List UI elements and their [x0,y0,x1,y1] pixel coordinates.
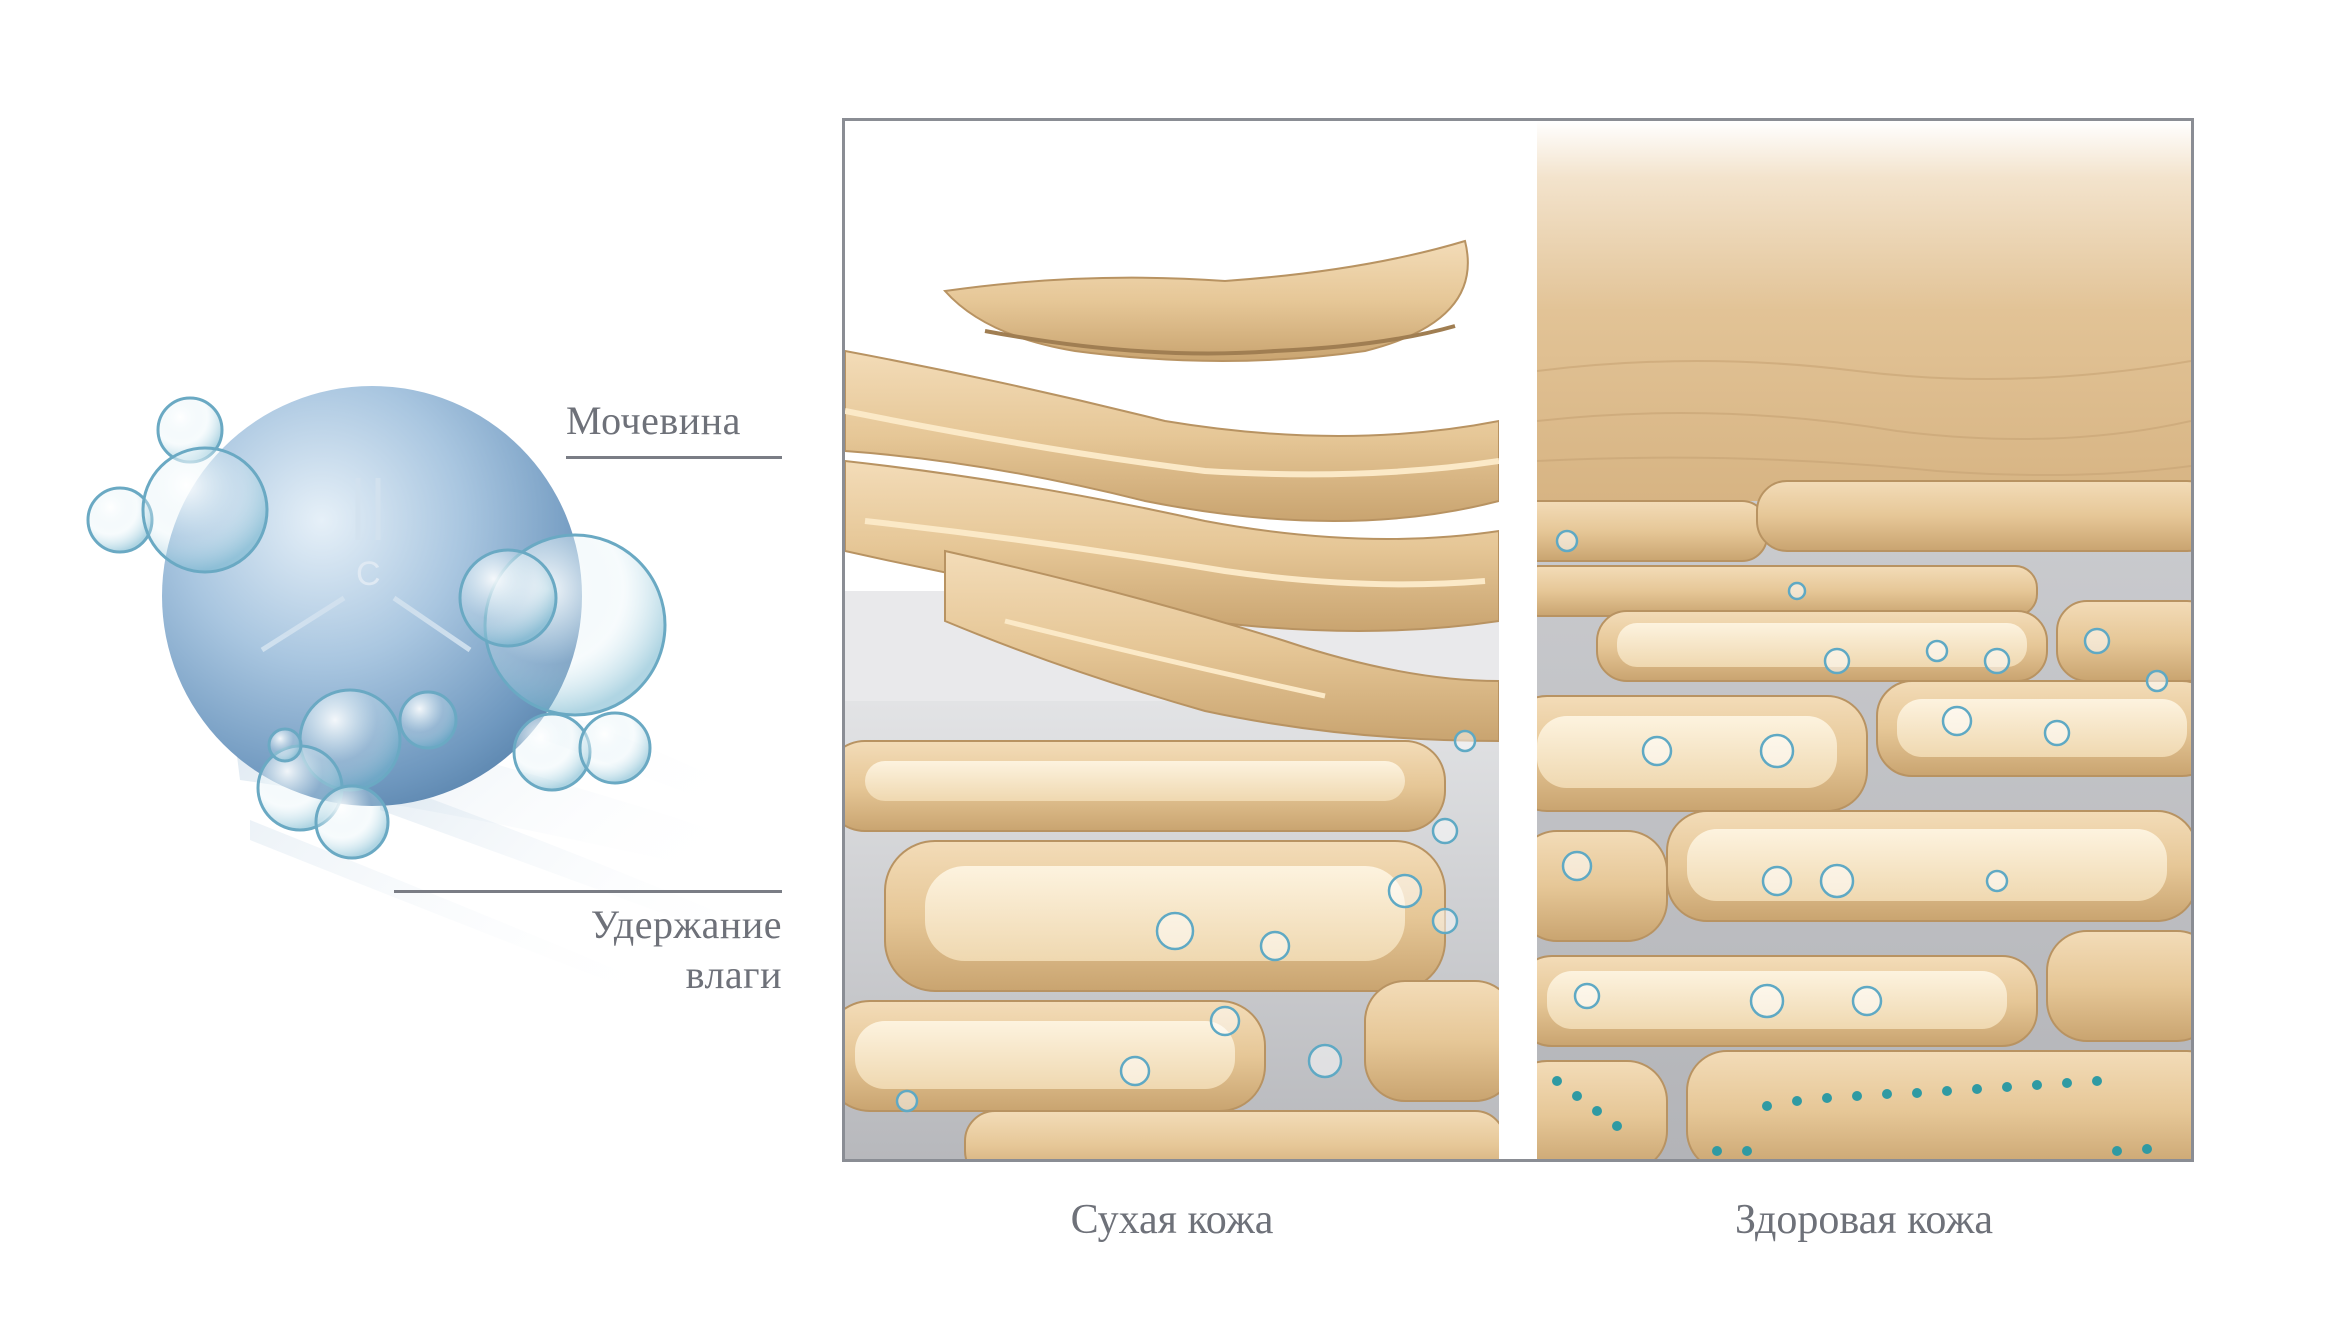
dry-skin-caption: Сухая кожа [1070,1197,1274,1243]
healthy-bubbles [1555,529,2169,1019]
skin-comparison-frame [842,118,2194,1162]
dry-peeling-flakes [845,239,1499,743]
moisture-label-rule [394,890,782,893]
urea-sphere [162,386,582,806]
healthy-skin-caption: Здоровая кожа [1735,1197,1993,1243]
water-bubbles [86,396,667,860]
urea-label: Мочевина [566,398,741,443]
healthy-surface-layer [1537,121,2191,501]
carbon-atom-label: C [356,555,381,593]
healthy-teal-dots [1552,1076,2152,1156]
dry-skin-panel [845,121,1499,1159]
healthy-skin-panel [1537,121,2191,1159]
moisture-label-line2: влаги [685,952,782,997]
urea-label-rule [566,456,782,459]
urea-molecule-illustration: C [86,386,830,1040]
dry-lower-cells [845,740,1499,1159]
dry-bubbles [895,729,1477,1113]
moisture-retention-label: Удержание влаги [520,900,782,1000]
formula-lines [260,478,472,653]
moisture-label-line1: Удержание [590,902,782,947]
